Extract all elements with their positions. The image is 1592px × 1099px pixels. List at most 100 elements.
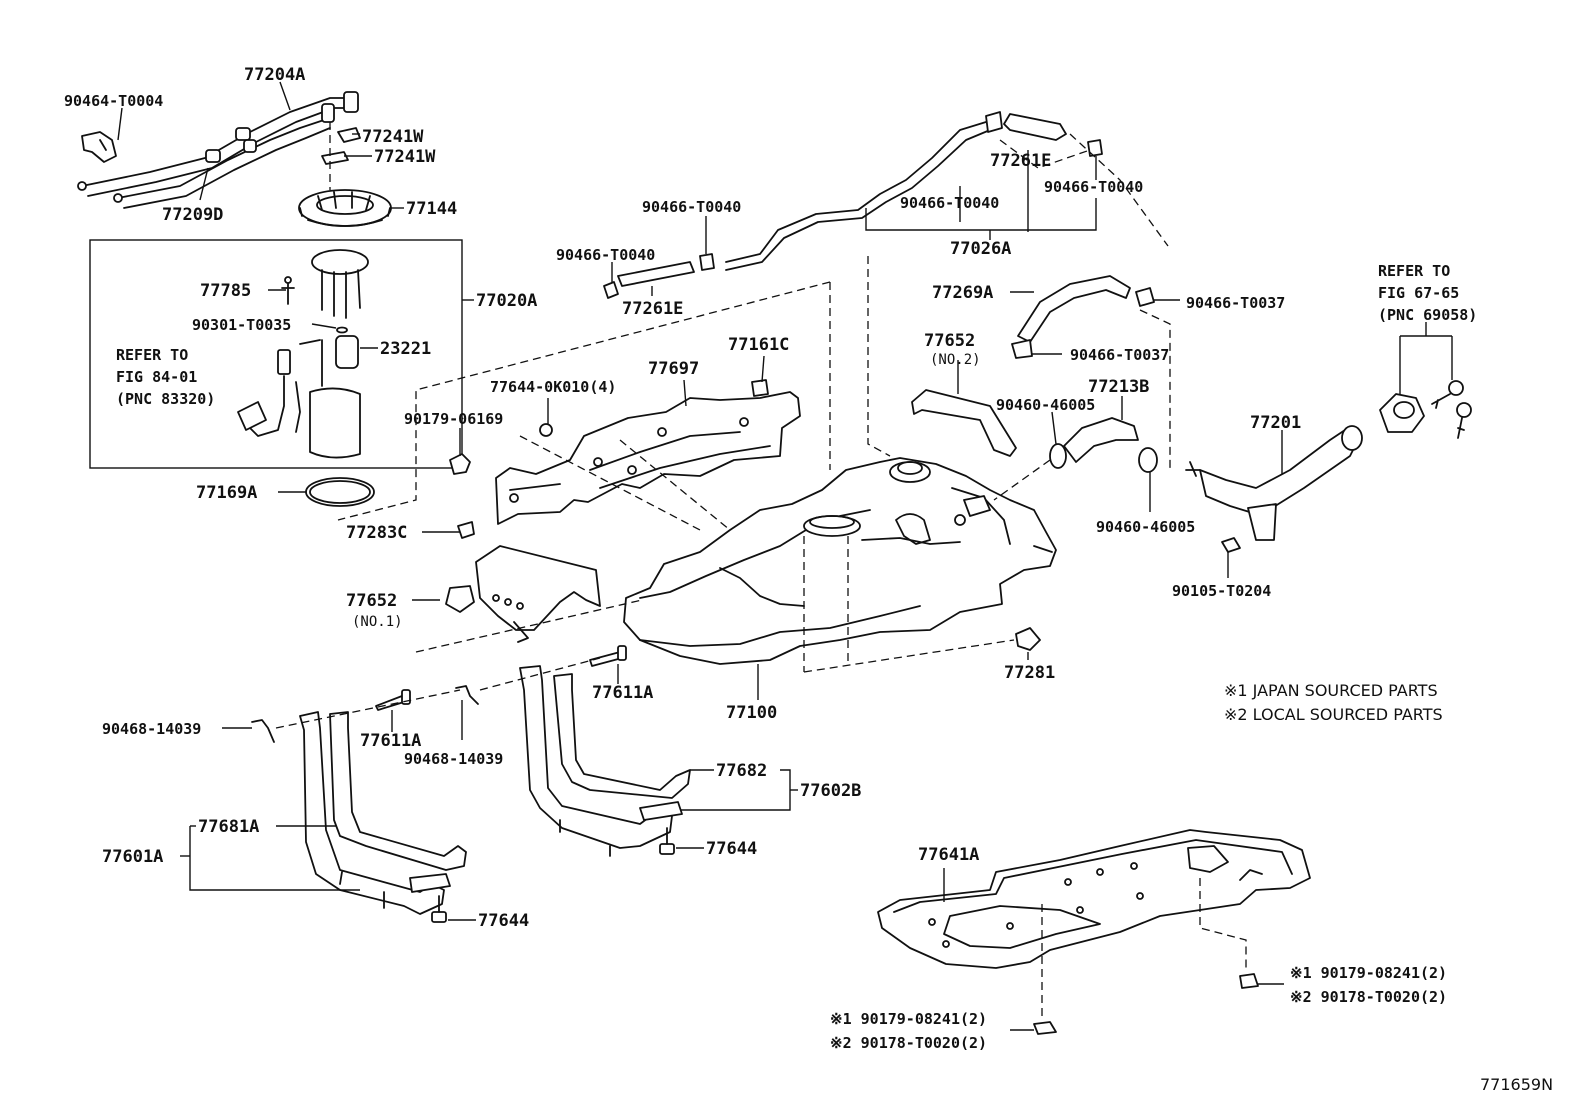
label-77681a: 77681A — [198, 817, 259, 837]
label-77682: 77682 — [716, 761, 767, 781]
hose-77261e — [617, 261, 695, 287]
band-77682 — [519, 665, 691, 857]
label-77644-b: 77644 — [706, 839, 757, 859]
clip-90466-t0037-a — [1135, 287, 1155, 307]
label-77641a: 77641A — [918, 845, 979, 865]
label-90460-46005-a: 90460-46005 — [996, 396, 1095, 414]
fuel-tube-77204a — [77, 91, 359, 209]
gasket-77169a — [305, 477, 375, 507]
nut-skid-b — [1239, 973, 1259, 989]
label-90178-t0020-a: ※2 90178-T0020(2) — [1290, 988, 1447, 1006]
label-77169a: 77169A — [196, 483, 257, 503]
fuel-pump-assembly-23221 — [237, 249, 369, 459]
label-90466-t0040-c: 90466-T0040 — [1044, 178, 1143, 196]
o-ring-90301 — [336, 326, 348, 334]
key-icon — [1431, 380, 1472, 439]
label-90301-t0035: 90301-T0035 — [192, 316, 291, 334]
filler-pipe-77201 — [1185, 425, 1363, 541]
label-90105-t0204: 90105-T0204 — [1172, 582, 1271, 600]
pump-assembly-frame — [89, 239, 463, 469]
bracket-77697 — [495, 391, 801, 525]
legend-line-1: ※1 JAPAN SOURCED PARTS — [1224, 681, 1438, 700]
protector-77652-no2 — [911, 389, 1017, 457]
label-77161c: 77161C — [728, 335, 789, 355]
bolt-77644-a — [431, 895, 447, 923]
hose-clamp-90460-a — [1049, 443, 1067, 469]
label-77652-no1: 77652 — [346, 591, 397, 611]
label-77644-a: 77644 — [478, 911, 529, 931]
refer-right-line1: REFER TO — [1378, 262, 1450, 280]
label-77241w-a: 77241W — [362, 127, 424, 147]
label-90179-08241-a: ※1 90179-08241(2) — [1290, 964, 1447, 982]
label-90179-06169: 90179-06169 — [404, 410, 503, 428]
label-90466-t0040-d: 90466-T0040 — [900, 194, 999, 212]
label-77026a: 77026A — [950, 239, 1011, 259]
label-77601a: 77601A — [102, 847, 163, 867]
band-77681a — [299, 711, 467, 915]
grommet-90179-06169 — [449, 453, 471, 475]
label-77283c: 77283C — [346, 523, 407, 543]
label-77100: 77100 — [726, 703, 777, 723]
clip-77283c — [457, 521, 475, 539]
nut-77644-0k010 — [539, 423, 553, 437]
label-77785: 77785 — [200, 281, 251, 301]
label-90466-t0037-b: 90466-T0037 — [1070, 346, 1169, 364]
clip-90468-b — [455, 685, 479, 705]
refer-left-line1: REFER TO — [116, 346, 188, 364]
label-77652-no1-sub: (NO.1) — [352, 614, 403, 630]
bolt-77644-b — [659, 827, 675, 855]
retainer-ring-77144 — [298, 189, 392, 227]
hose-clamp-90460-b — [1138, 447, 1158, 473]
refer-right-line2: FIG 67-65 — [1378, 284, 1459, 302]
label-90468-14039-b: 90468-14039 — [404, 750, 503, 768]
sender-77281 — [1015, 627, 1041, 651]
label-77611a-a: 77611A — [360, 731, 421, 751]
label-77281: 77281 — [1004, 663, 1055, 683]
clip-77241w-b — [321, 151, 349, 165]
bolt-77611a-a — [375, 689, 411, 711]
label-77213b: 77213B — [1088, 377, 1149, 397]
clip-90466-a — [603, 281, 619, 299]
refer-left-line2: FIG 84-01 — [116, 368, 197, 386]
bolt-90105 — [1221, 537, 1241, 553]
skid-plate-77641a — [877, 829, 1311, 969]
clip-90466-b — [699, 253, 715, 271]
label-77241w-b: 77241W — [374, 147, 436, 167]
label-77209d: 77209D — [162, 205, 223, 225]
label-90466-t0037-a: 90466-T0037 — [1186, 294, 1285, 312]
label-77269a: 77269A — [932, 283, 993, 303]
label-77652-no2-sub: (NO.2) — [930, 352, 981, 368]
label-77652-no2: 77652 — [924, 331, 975, 351]
hose-77213b — [1063, 417, 1139, 463]
label-90179-08241-b: ※1 90179-08241(2) — [830, 1010, 987, 1028]
label-77697: 77697 — [648, 359, 699, 379]
vent-tube-77026a — [725, 111, 1103, 271]
label-77020a: 77020A — [476, 291, 537, 311]
label-90178-t0020-b: ※2 90178-T0020(2) — [830, 1034, 987, 1052]
label-77611a-b: 77611A — [592, 683, 653, 703]
clip-90468-a — [251, 719, 275, 743]
protector-77652-no1 — [445, 545, 601, 643]
label-77261e-a: 77261E — [622, 299, 683, 319]
label-90460-46005-b: 90460-46005 — [1096, 518, 1195, 536]
label-23221: 23221 — [380, 339, 431, 359]
hose-77269a — [1011, 275, 1131, 359]
label-90468-14039-a: 90468-14039 — [102, 720, 201, 738]
refer-left-line3: (PNC 83320) — [116, 390, 215, 408]
label-77144: 77144 — [406, 199, 457, 219]
label-90466-t0040-a: 90466-T0040 — [642, 198, 741, 216]
figure-id: 771659N — [1480, 1075, 1553, 1094]
clip-77161c — [751, 379, 769, 397]
clip-77241w-a — [337, 127, 361, 143]
sender-77785 — [281, 276, 295, 305]
label-77204a: 77204A — [244, 65, 305, 85]
label-77201: 77201 — [1250, 413, 1301, 433]
legend-line-2: ※2 LOCAL SOURCED PARTS — [1224, 705, 1443, 724]
bolt-77611a-b — [589, 645, 627, 667]
fuel-cap — [1379, 393, 1425, 433]
clip-90464 — [81, 131, 117, 163]
label-90466-t0040-b: 90466-T0040 — [556, 246, 655, 264]
label-77261e-b: 77261E — [990, 151, 1051, 171]
refer-right-line3: (PNC 69058) — [1378, 306, 1477, 324]
